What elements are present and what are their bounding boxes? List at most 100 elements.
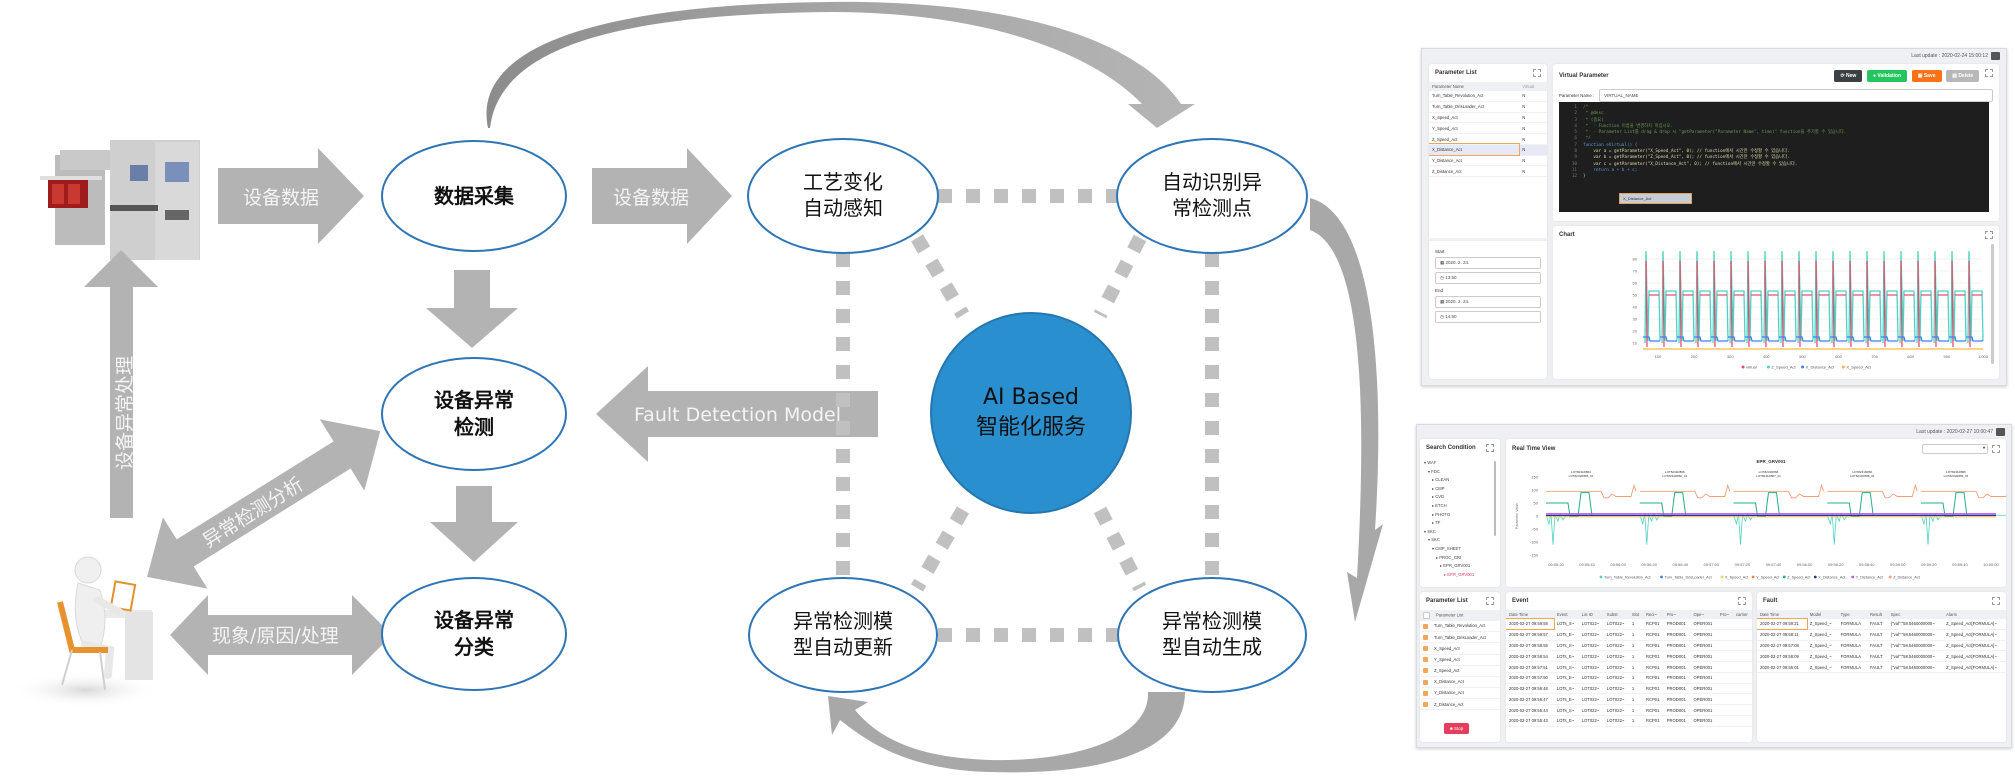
stop-button[interactable]: ■ Stop: [1444, 723, 1470, 734]
column-header[interactable]: Parameter Name: [1429, 82, 1520, 91]
column-header[interactable]: Virtual: [1519, 82, 1547, 91]
legend-item[interactable]: Z_Speed_Act: [1771, 365, 1796, 370]
tree-node[interactable]: ▸ ETCH: [1432, 502, 1447, 508]
node-anomaly-detection[interactable]: 设备异常 检测: [381, 357, 567, 471]
parameter-row[interactable]: X_Speed_Act: [1420, 642, 1500, 655]
tree-node[interactable]: ▾ WAF: [1424, 460, 1437, 465]
column-header[interactable]: Type: [1837, 610, 1867, 619]
tree-node[interactable]: ▸ CVD: [1432, 494, 1445, 500]
ai-center-node[interactable]: AI Based 智能化服务: [930, 312, 1132, 514]
column-header[interactable]: Pro~: [1716, 610, 1733, 619]
tree-node[interactable]: ▸ EPR_GRV001: [1440, 563, 1471, 569]
node-auto-identify[interactable]: 自动识别异 常检测点: [1116, 138, 1308, 254]
node-model-update[interactable]: 异常检测模 型自动更新: [748, 577, 938, 693]
legend-item[interactable]: X_Speed_Act: [1846, 365, 1871, 370]
legend-item[interactable]: Z_Distance_Act: [1893, 576, 1921, 580]
node-data-collection[interactable]: 数据采集: [381, 140, 567, 252]
column-header[interactable]: Model: [1806, 610, 1838, 619]
save-button[interactable]: ▣ Save: [1911, 70, 1942, 82]
column-header[interactable]: Spec: [1887, 610, 1944, 619]
column-header[interactable]: Ope~: [1690, 610, 1717, 619]
checkbox[interactable]: [1423, 668, 1428, 674]
new-button[interactable]: ⟳ New: [1834, 70, 1863, 82]
start-time-input[interactable]: ◷ 13:50: [1435, 272, 1541, 284]
column-header[interactable]: Reci~: [1642, 610, 1664, 619]
tree-node[interactable]: ▸ TF: [1432, 520, 1441, 526]
expand-icon[interactable]: [1486, 597, 1494, 605]
tree-node[interactable]: ▾ CMP_SHEET: [1432, 545, 1461, 551]
parameter-row[interactable]: Turn_Table_DrisLoader_Act: [1420, 631, 1500, 644]
expand-icon[interactable]: [1992, 445, 2000, 453]
legend-item[interactable]: X_Distance_Act: [1818, 576, 1846, 580]
expand-icon[interactable]: [1738, 597, 1746, 605]
expand-icon[interactable]: [1533, 69, 1541, 77]
autocomplete-popup[interactable]: X_Distance_Act: [1619, 193, 1692, 204]
node-process-change[interactable]: 工艺变化 自动感知: [747, 138, 939, 254]
column-header[interactable]: Subst: [1603, 610, 1629, 619]
tree-node[interactable]: ▾ SKC: [1428, 537, 1440, 543]
parameter-row[interactable]: Turn_Table_Revolution_Act: [1420, 621, 1500, 633]
parameter-row[interactable]: X_Distance_Act: [1420, 676, 1500, 689]
chart-scrollbar[interactable]: [1991, 244, 1994, 364]
column-header[interactable]: Date Time: [1506, 610, 1554, 619]
legend-item[interactable]: Y_Speed_Act: [1756, 576, 1780, 580]
column-header[interactable]: Date Time: [1757, 610, 1807, 619]
checkbox[interactable]: [1423, 657, 1428, 663]
parameter-row[interactable]: Y_Distance_Act: [1420, 687, 1500, 700]
checkbox[interactable]: [1423, 690, 1428, 696]
start-date-input[interactable]: ▦ 2020. 2. 24.: [1435, 257, 1541, 269]
refresh-icon[interactable]: [1996, 428, 2005, 436]
column-header[interactable]: Alarm: [1943, 610, 2006, 619]
tree-node[interactable]: ▸ PHOTO: [1432, 511, 1451, 517]
checkbox[interactable]: [1423, 679, 1428, 685]
tree-node[interactable]: ▸ PROC_GRI: [1436, 554, 1462, 560]
legend-item[interactable]: virtual: [1746, 365, 1757, 370]
refresh-icon[interactable]: [1991, 52, 2000, 60]
expand-icon[interactable]: [1985, 69, 1993, 77]
legend-item[interactable]: Turn_Table_DrisLoader_Act: [1665, 576, 1713, 580]
tree-node[interactable]: ▸ CMP: [1432, 485, 1445, 491]
column-header[interactable]: Parameter List: [1420, 610, 1500, 621]
tree-node[interactable]: ▾ SKC: [1424, 528, 1436, 534]
param-name-input[interactable]: [1599, 89, 1993, 102]
tree-node[interactable]: ▾ FDC: [1428, 468, 1440, 474]
view-select[interactable]: ▾: [1922, 444, 1988, 454]
expand-icon[interactable]: [1985, 231, 1993, 239]
parameter-row[interactable]: Z_Speed_Act: [1420, 665, 1500, 677]
end-time-input[interactable]: ◷ 14:50: [1435, 311, 1541, 323]
column-header[interactable]: Pro~: [1663, 610, 1691, 619]
node-model-generate[interactable]: 异常检测模 型自动生成: [1117, 577, 1307, 693]
tree-node[interactable]: ▸ CLEAN: [1432, 477, 1450, 483]
delete-button[interactable]: ▤ Delete: [1946, 70, 1980, 82]
tree-scrollbar[interactable]: [1494, 461, 1496, 536]
column-header[interactable]: Slot: [1628, 610, 1643, 619]
tree-node[interactable]: ▸ EPR_GRV001: [1444, 571, 1475, 577]
parameter-row[interactable]: Y_Speed_Act: [1420, 654, 1500, 666]
checkbox[interactable]: [1423, 646, 1428, 652]
legend-item[interactable]: Z_Speed_Act: [1787, 576, 1811, 580]
checkbox[interactable]: [1423, 623, 1428, 629]
column-header[interactable]: Lot ID: [1578, 610, 1604, 619]
expand-icon[interactable]: [1992, 597, 2000, 605]
column-header[interactable]: Event: [1553, 610, 1579, 619]
validation-button[interactable]: ● Validation: [1866, 70, 1908, 82]
